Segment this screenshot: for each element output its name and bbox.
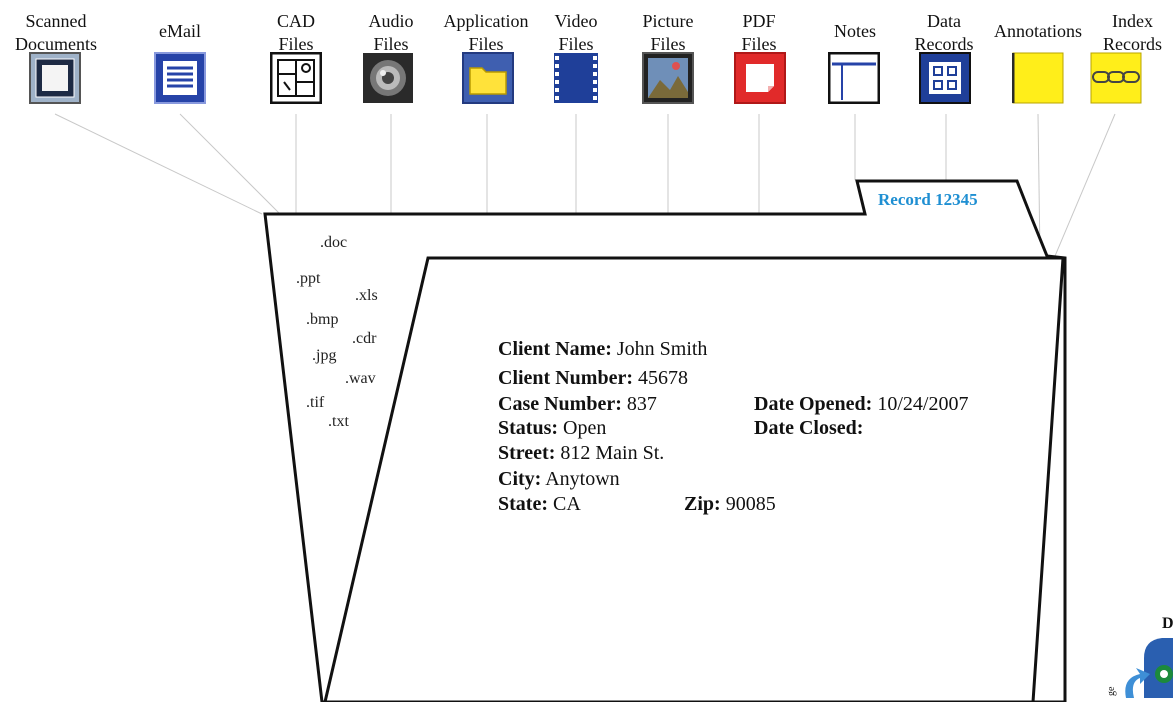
field-value: 90085 — [725, 493, 776, 515]
record-tab-label: Record 12345 — [878, 190, 978, 209]
field-status: Status: Open — [498, 416, 606, 440]
svg-text:D: D — [1162, 615, 1173, 632]
field-value: CA — [552, 493, 581, 515]
extension-ppt: .ppt — [296, 270, 321, 287]
category-annotations[interactable]: Annotations — [986, 20, 1090, 70]
field-label: Date Closed: — [754, 417, 864, 439]
connector-lines — [54, 113, 1116, 257]
notes-icon[interactable] — [828, 52, 880, 104]
sticky-note-icon[interactable] — [1012, 52, 1064, 104]
category-notes[interactable]: Notes — [818, 20, 892, 70]
cad-blueprint-icon[interactable] — [270, 52, 322, 104]
extension-wav: .wav — [345, 370, 376, 387]
field-value: Anytown — [545, 468, 620, 490]
extension-xls: .xls — [355, 287, 378, 304]
field-client-name: Client Name: John Smith — [498, 337, 707, 361]
category-label: Picture Files — [642, 11, 694, 54]
field-label: Case Number: — [498, 393, 622, 415]
extension-doc: .doc — [320, 234, 348, 251]
field-street: Street: 812 Main St. — [498, 441, 664, 465]
category-label: Application Files — [443, 11, 529, 54]
email-icon[interactable] — [154, 52, 206, 104]
field-value: 812 Main St. — [560, 442, 665, 464]
category-label: PDF Files — [741, 11, 777, 54]
category-picture-files[interactable]: Picture Files — [630, 10, 706, 60]
category-label: Audio Files — [368, 11, 414, 54]
field-label: Date Opened: — [754, 393, 873, 415]
category-label: CAD Files — [276, 11, 315, 54]
field-city: City: Anytown — [498, 467, 620, 491]
data-grid-icon[interactable] — [919, 52, 971, 104]
field-date-opened: Date Opened: 10/24/2007 — [754, 392, 968, 416]
category-label: Index Records — [1103, 11, 1162, 54]
svg-text:ge: ge — [1106, 686, 1117, 696]
connector-line — [179, 113, 281, 215]
category-email[interactable]: eMail — [140, 20, 220, 70]
field-label: Zip: — [684, 493, 721, 515]
field-case-number: Case Number: 837 — [498, 392, 657, 416]
film-strip-icon[interactable] — [550, 52, 602, 104]
category-video-files[interactable]: Video Files — [542, 10, 610, 60]
category-label: Video Files — [554, 11, 598, 54]
scanned-document-icon[interactable] — [29, 52, 81, 104]
field-value: 10/24/2007 — [877, 393, 969, 415]
category-data-records[interactable]: Data Records — [904, 10, 984, 60]
field-value: 837 — [626, 393, 657, 415]
field-label: Status: — [498, 417, 559, 439]
category-cad-files[interactable]: CAD Files — [256, 10, 336, 60]
field-date-closed: Date Closed: — [754, 416, 863, 440]
category-label: Scanned Documents — [15, 11, 97, 54]
front-folder — [323, 256, 1065, 702]
field-label: Client Number: — [498, 367, 633, 389]
field-label: Street: — [498, 442, 556, 464]
photo-icon[interactable] — [642, 52, 694, 104]
category-index-records[interactable]: Index Records — [1092, 10, 1173, 60]
category-pdf-files[interactable]: PDF Files — [724, 10, 794, 60]
connector-line — [54, 113, 263, 215]
pdf-icon[interactable] — [734, 52, 786, 104]
category-audio-files[interactable]: Audio Files — [356, 10, 426, 60]
category-label: Data Records — [914, 11, 974, 54]
category-scanned-documents[interactable]: Scanned Documents — [8, 10, 104, 60]
field-label: City: — [498, 468, 542, 490]
extension-txt: .txt — [328, 413, 349, 430]
index-chain-icon[interactable] — [1090, 52, 1142, 104]
field-state: State: CA — [498, 492, 581, 516]
company-logo: D ge — [1100, 608, 1173, 702]
field-value: John Smith — [616, 338, 708, 360]
extension-tif: .tif — [306, 394, 325, 411]
category-label: eMail — [159, 21, 201, 41]
field-value: Open — [563, 417, 607, 439]
field-zip: Zip: 90085 — [684, 492, 776, 516]
category-application-files[interactable]: Application Files — [434, 10, 538, 60]
folder-icon[interactable] — [462, 52, 514, 104]
speaker-icon[interactable] — [362, 52, 414, 104]
connector-line — [1037, 113, 1041, 257]
connector-line — [1054, 113, 1116, 257]
category-label: Annotations — [994, 21, 1082, 41]
field-label: State: — [498, 493, 548, 515]
extension-bmp: .bmp — [306, 311, 339, 328]
category-label: Notes — [834, 21, 876, 41]
field-client-number: Client Number: 45678 — [498, 366, 688, 390]
field-label: Client Name: — [498, 338, 612, 360]
extension-jpg: .jpg — [312, 347, 337, 364]
extension-cdr: .cdr — [352, 330, 377, 347]
field-value: 45678 — [637, 367, 688, 389]
